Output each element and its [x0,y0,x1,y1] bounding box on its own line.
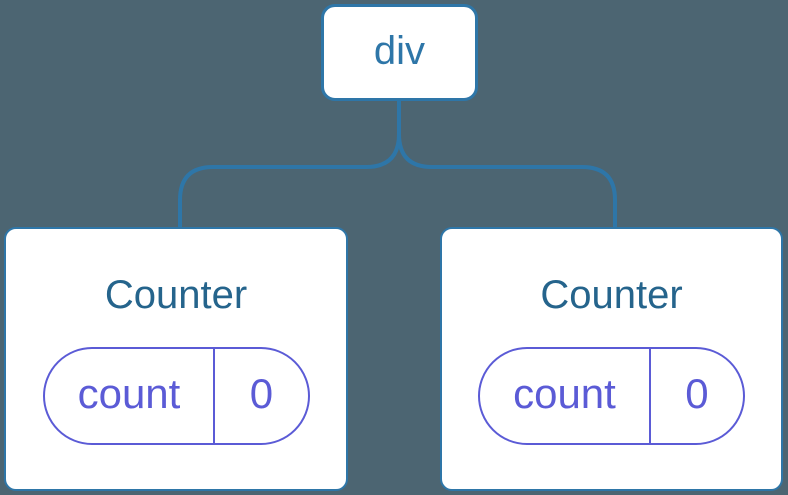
state-value-label: 0 [249,370,274,417]
connector-right-branch [397,101,617,228]
state-pill: count 0 [42,347,310,445]
root-element-node: div [321,4,478,101]
state-value-label: 0 [685,370,709,417]
component-title: Counter [540,273,683,317]
state-pill: count 0 [478,347,745,445]
connector-left-branch [178,101,401,228]
root-element-label: div [373,28,426,73]
state-key-label: count [480,349,651,443]
counter-component-card-right: Counter count 0 [440,227,783,491]
state-key-label: count [45,349,216,443]
counter-component-card-left: Counter count 0 [4,227,348,491]
component-title: Counter [104,273,248,317]
